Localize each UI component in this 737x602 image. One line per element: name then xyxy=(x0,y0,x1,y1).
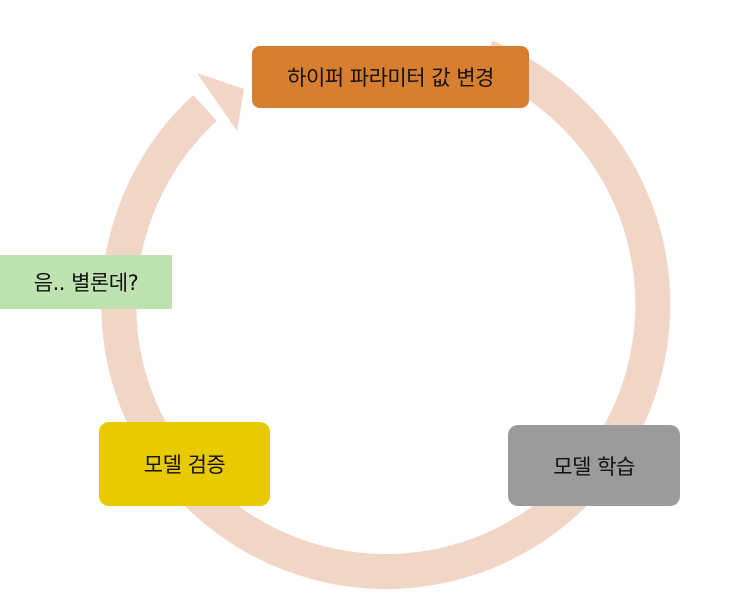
note-box: 음.. 별론데? xyxy=(0,255,172,309)
cycle-arrow-head xyxy=(197,73,244,131)
note-label: 음.. 별론데? xyxy=(33,271,139,295)
node-train-model-label: 모델 학습 xyxy=(553,454,635,479)
node-change-hyperparameters: 하이퍼 파라미터 값 변경 xyxy=(252,46,529,108)
node-train-model: 모델 학습 xyxy=(508,425,680,506)
node-validate-model-label: 모델 검증 xyxy=(143,453,226,477)
node-change-hyperparameters-label: 하이퍼 파라미터 값 변경 xyxy=(287,66,494,90)
node-validate-model: 모델 검증 xyxy=(99,422,270,506)
